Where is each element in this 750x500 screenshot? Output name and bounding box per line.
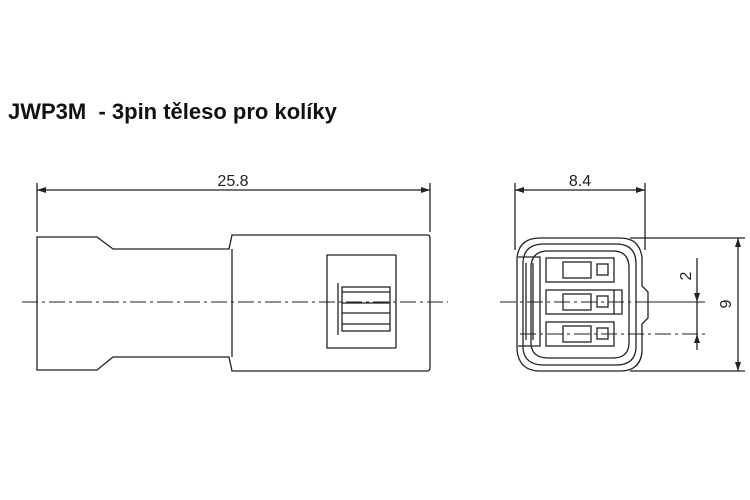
length-dimension: 25.8 bbox=[36, 173, 431, 232]
length-dimension-value: 25.8 bbox=[217, 173, 248, 190]
height-dimension: 9 bbox=[630, 237, 745, 372]
height-dimension-value: 9 bbox=[718, 299, 735, 308]
drawing-title: JWP3M - 3pin těleso pro kolíky bbox=[8, 99, 337, 124]
width-dimension: 8.4 bbox=[514, 173, 646, 250]
side-body-outline bbox=[36, 234, 431, 372]
front-view: 8.4 bbox=[500, 173, 745, 372]
pitch-dimension-value: 2 bbox=[678, 271, 695, 280]
pitch-dimension: 2 bbox=[678, 258, 700, 350]
side-view: 25.8 bbox=[22, 173, 448, 372]
front-outer-outline bbox=[516, 237, 649, 372]
width-dimension-value: 8.4 bbox=[569, 173, 591, 190]
